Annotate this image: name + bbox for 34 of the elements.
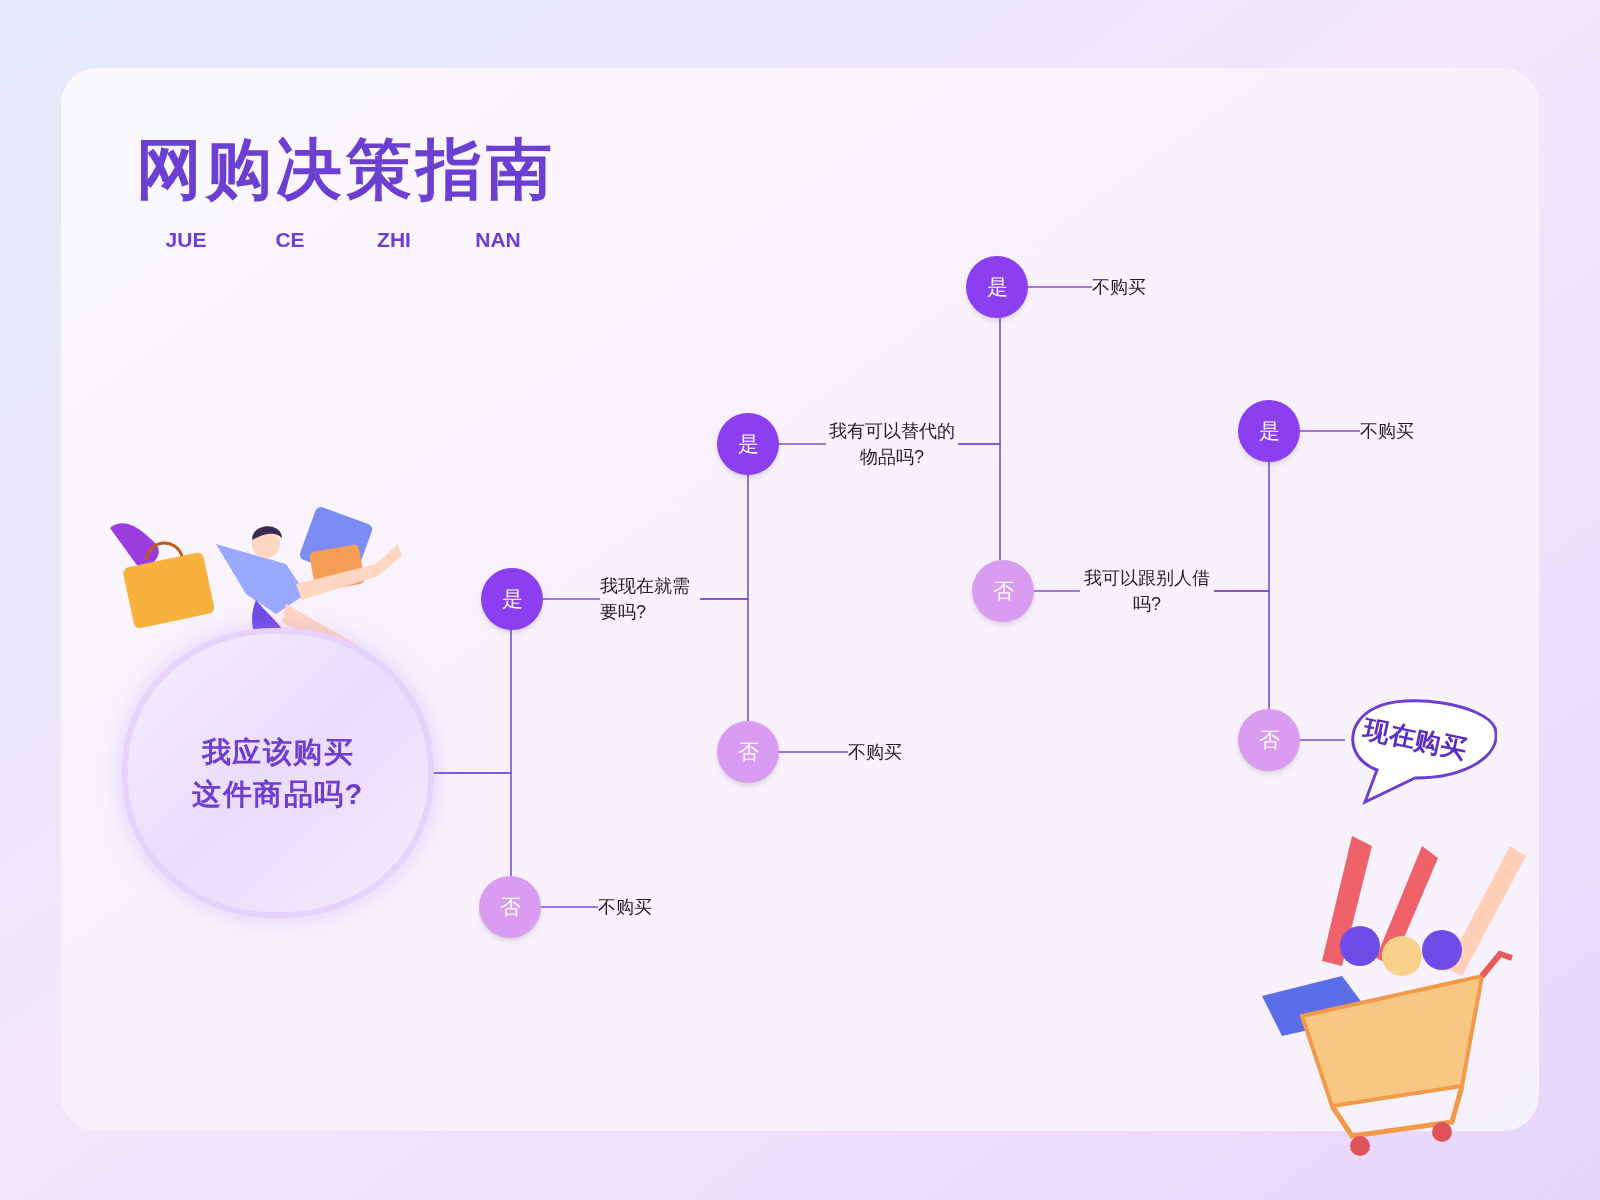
question-text: 我现在就需要吗? xyxy=(600,575,691,624)
question-text: 我可以跟别人借吗? xyxy=(1083,567,1211,616)
connector-line xyxy=(542,598,601,600)
outcome-text: 不购买 xyxy=(1092,276,1146,299)
connector-line xyxy=(778,443,827,445)
bubble-text: 现在购买 xyxy=(1360,712,1470,767)
answer-label: 是 xyxy=(737,431,759,458)
answer-label: 否 xyxy=(1258,727,1280,754)
answer-label: 是 xyxy=(501,586,523,613)
outcome-text: 不购买 xyxy=(1360,420,1414,443)
question-text: 我应该购买这件商品吗? xyxy=(191,735,365,812)
connector-line xyxy=(1033,590,1081,592)
connector-line xyxy=(1299,739,1346,741)
pinyin-label: JUE xyxy=(164,227,208,253)
pinyin-label: ZHI xyxy=(376,227,412,253)
connector-line xyxy=(957,443,1001,561)
pinyin-label: NAN xyxy=(474,227,522,253)
answer-label: 否 xyxy=(499,894,521,921)
title: 网购决策指南 xyxy=(136,136,556,202)
connector-line xyxy=(1299,430,1361,432)
answer-label: 是 xyxy=(1258,418,1280,445)
outcome-text: 不购买 xyxy=(598,896,652,919)
connector-line xyxy=(1213,590,1270,710)
answer-label: 是 xyxy=(986,274,1008,301)
answer-label: 否 xyxy=(737,739,759,766)
question-text: 我有可以替代的物品吗? xyxy=(828,420,956,469)
connector-line xyxy=(433,772,512,877)
connector-line xyxy=(699,598,749,722)
outcome-text: 不购买 xyxy=(848,741,902,764)
connector-line xyxy=(1027,286,1093,288)
answer-label: 否 xyxy=(992,578,1014,605)
pinyin-label: CE xyxy=(274,227,306,253)
connector-line xyxy=(540,906,599,908)
connector-line xyxy=(778,751,849,753)
